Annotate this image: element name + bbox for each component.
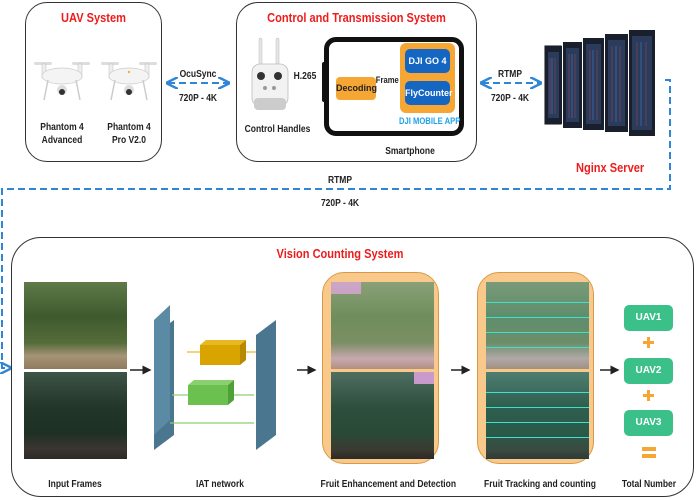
app-flycounter[interactable]: FlyCounter [405, 81, 453, 105]
stage-label-tracking: Fruit Tracking and counting [484, 479, 596, 490]
stage-label-total-number: Total Number [621, 479, 677, 490]
server-rack-icon [544, 30, 655, 136]
equals-icon [642, 447, 656, 459]
codec-label: H.265 [293, 71, 317, 82]
arrow-icon [130, 365, 152, 375]
rtmp-vision-protocol-label: RTMP [327, 175, 353, 186]
vision-system-title: Vision Counting System [276, 246, 404, 261]
plus-icon [643, 337, 654, 348]
stage-label-input-frames: Input Frames [48, 479, 102, 490]
rtmp-vision-link-line [2, 79, 671, 368]
arrow-icon [451, 365, 471, 375]
arrow-icon [600, 365, 620, 375]
smartphone-notch [322, 62, 326, 102]
ocusync-protocol-label: OcuSync [179, 69, 217, 80]
uav1-total-box: UAV1 [624, 305, 673, 331]
frame-label: Frame [375, 75, 399, 85]
smartphone-label: Smartphone [385, 146, 435, 157]
plus-icon [643, 390, 654, 401]
input-frame-day [24, 282, 127, 369]
uav2-total-box: UAV2 [624, 358, 673, 384]
server-label: Nginx Server [576, 160, 645, 175]
decoding-box: Decoding [336, 77, 377, 100]
uav-system-title: UAV System [61, 10, 126, 25]
control-system-title: Control and Transmission System [267, 10, 446, 25]
rtmp-vision-resolution-label: 720P - 4K [320, 198, 360, 209]
stage-label-detection: Fruit Enhancement and Detection [320, 479, 457, 490]
rtmp-server-resolution-label: 720P - 4K [490, 93, 530, 104]
drone-icon [101, 62, 157, 101]
detection-frame-dusk [331, 372, 434, 459]
drone-icon [34, 62, 90, 101]
drone-2-label: Phantom 4 Pro V2.0 [107, 122, 151, 146]
rtmp-server-protocol-label: RTMP [497, 69, 523, 80]
stage-label-iat-network: IAT network [195, 479, 244, 490]
tracking-frame-day [486, 282, 589, 369]
controller-label: Control Handles [244, 124, 311, 135]
controller-icon [251, 37, 289, 110]
input-frame-dusk [24, 372, 127, 459]
tracking-frame-dusk [486, 372, 589, 459]
iat-network-diagram [154, 305, 276, 450]
ocusync-resolution-label: 720P - 4K [178, 93, 218, 104]
mobile-app-label: DJI MOBILE APP [398, 116, 461, 126]
uav3-total-box: UAV3 [624, 410, 673, 436]
detection-frame-day [331, 282, 434, 369]
arrow-icon [297, 365, 317, 375]
drone-1-label: Phantom 4 Advanced [40, 122, 84, 146]
app-dji-go-4[interactable]: DJI GO 4 [405, 49, 450, 73]
